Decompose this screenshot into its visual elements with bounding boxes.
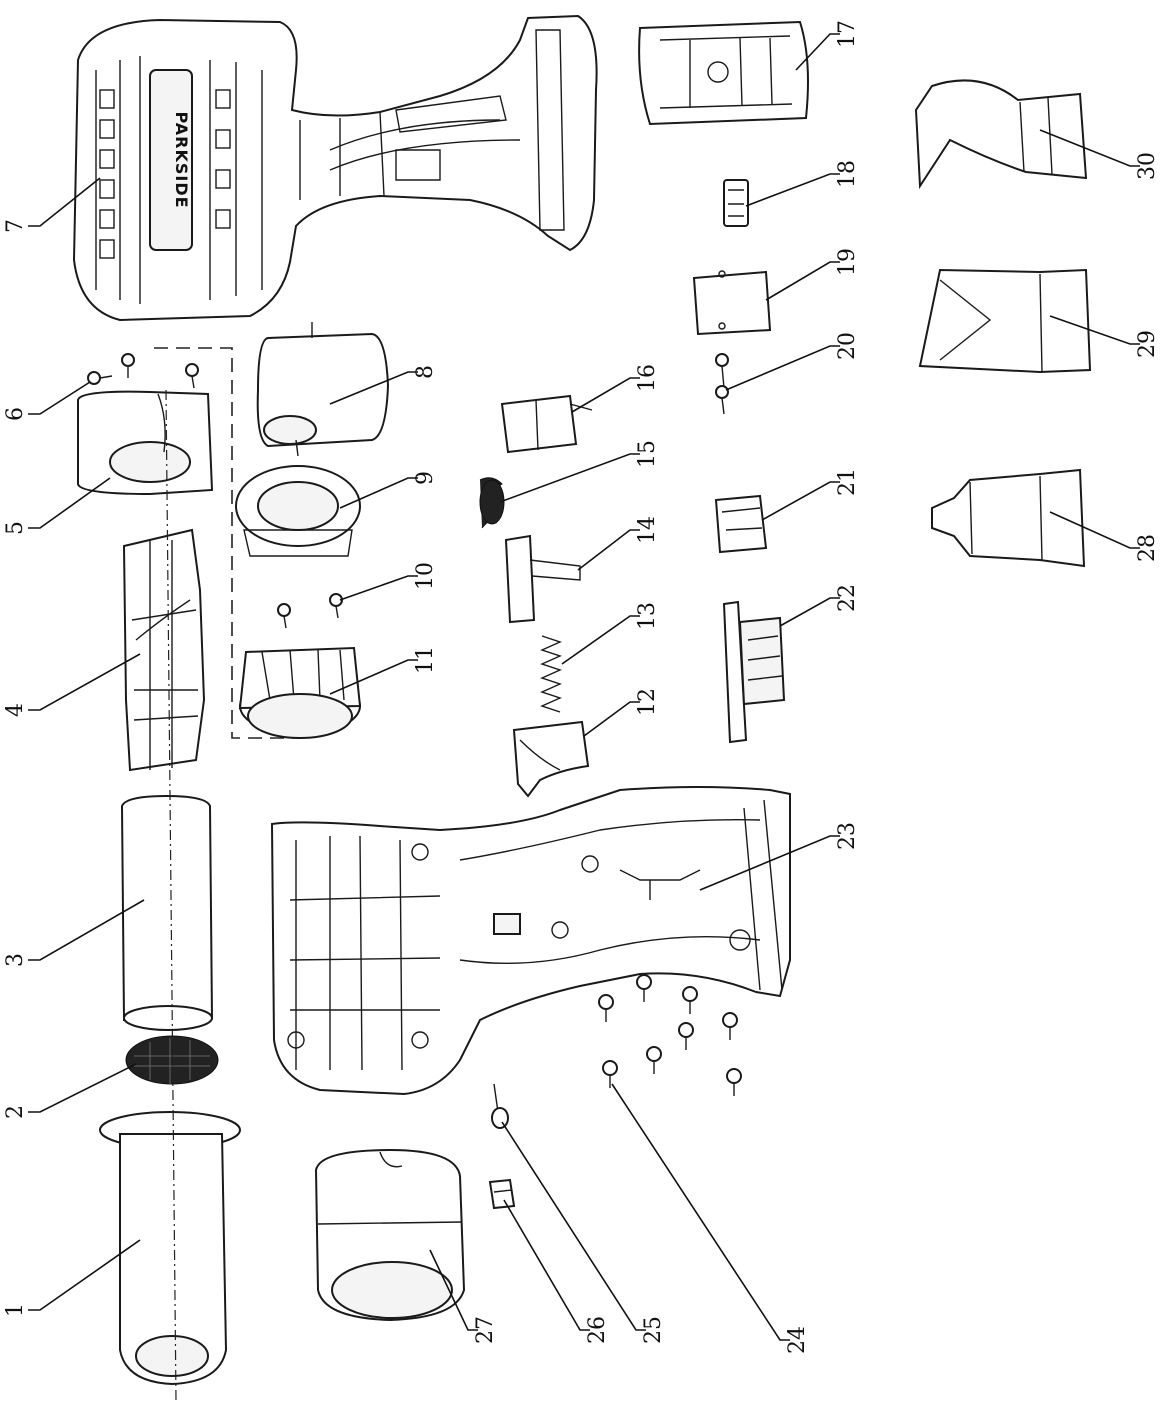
callout-13: 13 bbox=[635, 602, 660, 630]
part-17-battery-slot bbox=[638, 20, 809, 126]
leader-24 bbox=[611, 1083, 790, 1341]
callout-8: 8 bbox=[413, 365, 438, 379]
leader-9 bbox=[339, 477, 418, 509]
part-8-motor bbox=[256, 322, 390, 457]
callout-30: 30 bbox=[1135, 152, 1160, 180]
assembly-dash-line bbox=[154, 347, 302, 739]
part-5-end-cap bbox=[77, 390, 214, 496]
leader-16 bbox=[571, 377, 640, 413]
part-15-small-spring bbox=[479, 477, 505, 529]
leader-12 bbox=[583, 701, 640, 737]
callout-1: 1 bbox=[3, 1303, 28, 1317]
leader-7 bbox=[28, 177, 101, 227]
callout-3: 3 bbox=[3, 953, 28, 967]
leader-13 bbox=[561, 615, 640, 665]
leader-25 bbox=[501, 1121, 646, 1331]
leader-11 bbox=[329, 659, 418, 695]
callout-2: 2 bbox=[3, 1105, 28, 1119]
part-11-fan bbox=[238, 646, 362, 739]
callout-9: 9 bbox=[413, 471, 438, 485]
leader-29 bbox=[1049, 315, 1140, 345]
part-19-cover-plate bbox=[692, 270, 772, 336]
callout-12: 12 bbox=[635, 688, 660, 716]
leader-6 bbox=[28, 381, 91, 415]
part-23-lower-housing bbox=[270, 786, 791, 1096]
leader-23 bbox=[699, 835, 840, 891]
callout-28: 28 bbox=[1135, 534, 1160, 562]
callout-10: 10 bbox=[413, 562, 438, 590]
callout-23: 23 bbox=[835, 822, 860, 850]
callout-4: 4 bbox=[3, 703, 28, 717]
part-22-circuit-board bbox=[722, 600, 786, 744]
callout-24: 24 bbox=[785, 1326, 810, 1354]
callout-20: 20 bbox=[835, 332, 860, 360]
callout-18: 18 bbox=[835, 160, 860, 188]
leader-14 bbox=[577, 529, 640, 571]
leader-26 bbox=[503, 1199, 590, 1331]
leader-18 bbox=[745, 173, 840, 207]
callout-19: 19 bbox=[835, 248, 860, 276]
part-3-outer-tube bbox=[120, 794, 214, 1031]
part-29-flat-nozzle bbox=[918, 268, 1092, 374]
part-24-screws bbox=[598, 974, 742, 1096]
brand-text: PARKSIDE bbox=[172, 111, 191, 208]
part-4-heating-element bbox=[122, 528, 206, 772]
part-18-small-switch bbox=[723, 179, 749, 227]
part-2-mesh bbox=[125, 1035, 219, 1085]
part-7-upper-housing: PARKSIDE bbox=[72, 14, 598, 322]
part-26-clip bbox=[488, 1178, 516, 1210]
callout-7: 7 bbox=[3, 219, 28, 233]
callout-labels: 1 2 3 4 5 6 7 8 9 10 11 12 13 14 15 16 1… bbox=[3, 20, 1160, 1354]
leader-19 bbox=[765, 261, 840, 301]
part-10-screws bbox=[277, 593, 343, 629]
part-6-screws bbox=[87, 353, 199, 389]
part-1-nozzle-tube bbox=[99, 1111, 241, 1386]
callout-25: 25 bbox=[641, 1316, 666, 1344]
part-14-lever bbox=[504, 534, 581, 624]
callout-5: 5 bbox=[3, 521, 28, 535]
leader-30 bbox=[1039, 129, 1140, 167]
leader-15 bbox=[499, 453, 640, 503]
callout-27: 27 bbox=[473, 1316, 498, 1344]
part-13-spring bbox=[540, 635, 562, 713]
part-21-connector bbox=[714, 494, 768, 554]
callout-16: 16 bbox=[635, 364, 660, 392]
callout-22: 22 bbox=[835, 584, 860, 612]
part-25-led bbox=[491, 1083, 509, 1129]
part-9-fan-housing bbox=[235, 465, 361, 557]
center-axis bbox=[165, 389, 177, 1401]
callout-26: 26 bbox=[585, 1316, 610, 1344]
callout-14: 14 bbox=[635, 516, 660, 544]
leader-1 bbox=[28, 1239, 141, 1311]
leader-10 bbox=[339, 575, 418, 601]
leader-lines bbox=[28, 33, 1140, 1341]
leader-8 bbox=[329, 371, 418, 405]
callout-6: 6 bbox=[3, 407, 28, 421]
callout-29: 29 bbox=[1135, 330, 1160, 358]
leader-22 bbox=[779, 597, 840, 627]
leader-27 bbox=[429, 1249, 478, 1331]
leader-17 bbox=[795, 33, 840, 71]
leader-3 bbox=[28, 899, 145, 961]
callout-11: 11 bbox=[413, 646, 438, 674]
leader-5 bbox=[28, 477, 111, 529]
part-30-reflector-nozzle bbox=[914, 79, 1088, 190]
leader-2 bbox=[28, 1063, 137, 1113]
part-28-reducing-nozzle bbox=[931, 468, 1086, 568]
brand-label: PARKSIDE bbox=[172, 111, 191, 208]
leader-4 bbox=[28, 653, 141, 711]
leader-28 bbox=[1049, 511, 1140, 549]
part-20-screws bbox=[715, 353, 729, 415]
callout-21: 21 bbox=[835, 468, 860, 496]
callout-17: 17 bbox=[835, 20, 860, 48]
part-27-ring-nut bbox=[314, 1148, 466, 1322]
leader-21 bbox=[761, 481, 840, 521]
leader-20 bbox=[725, 345, 840, 391]
callout-15: 15 bbox=[635, 440, 660, 468]
part-12-trigger bbox=[512, 720, 590, 798]
part-16-micro-switch bbox=[500, 394, 593, 454]
